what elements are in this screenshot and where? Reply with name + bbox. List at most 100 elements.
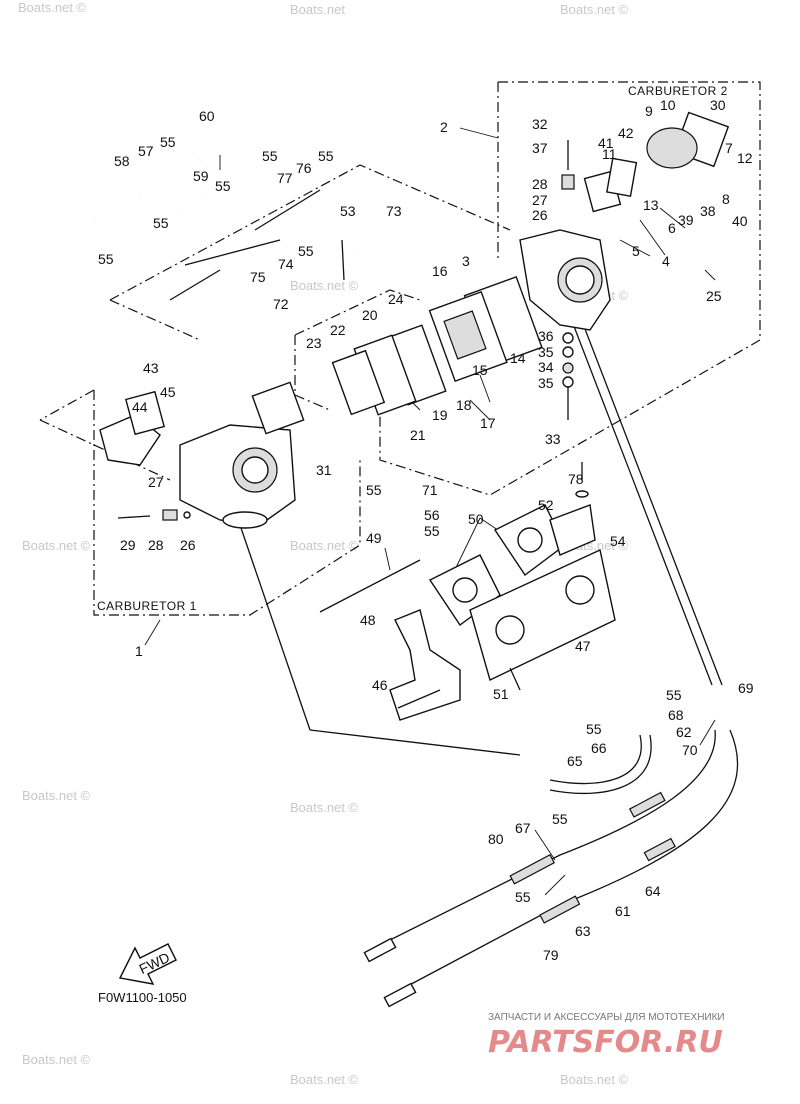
part-callout: 3 (462, 253, 470, 269)
part-callout: 47 (575, 638, 591, 654)
part-callout: 18 (456, 397, 472, 413)
carburetor-1-assembly (99, 381, 305, 529)
part-callout: 62 (676, 724, 692, 740)
part-callout: 49 (366, 530, 382, 546)
part-callout: 42 (618, 125, 634, 141)
part-callout: 39 (678, 212, 694, 228)
part-callout: 29 (120, 537, 136, 553)
part-callout: 20 (362, 307, 378, 323)
part-callout: 21 (410, 427, 426, 443)
part-callout: 48 (360, 612, 376, 628)
part-callout: 10 (660, 97, 676, 113)
part-callout: 13 (643, 197, 659, 213)
part-callout: 66 (591, 740, 607, 756)
part-callout: 8 (722, 191, 730, 207)
part-callout: 55 (515, 889, 531, 905)
part-callout: 15 (472, 362, 488, 378)
brand-footer: ЗАПЧАСТИ И АКСЕССУАРЫ ДЛЯ МОТОТЕХНИКИ PA… (488, 1012, 725, 1060)
hose-72 (194, 304, 266, 330)
part-callout: 69 (738, 680, 754, 696)
hose-66 (549, 734, 652, 795)
watermark: Boats.net © (290, 1072, 359, 1087)
part-callout: 58 (114, 153, 130, 169)
part-callout: 33 (545, 431, 561, 447)
part-callout: 79 (543, 947, 559, 963)
part-callout: 9 (645, 103, 653, 119)
carburetor-1-outline (39, 389, 95, 421)
part-callout: 24 (388, 291, 404, 307)
watermark: Boats.net © (22, 788, 91, 803)
part-callout: 31 (316, 462, 332, 478)
link-rod-49 (319, 559, 421, 613)
part-callout: 28 (148, 537, 164, 553)
part-callout: 51 (493, 686, 509, 702)
part-callout: 2 (440, 119, 448, 135)
cable-adjuster (643, 837, 676, 862)
part-callout: 30 (710, 97, 726, 113)
part-callout: 28 (532, 176, 548, 192)
part-callout: 55 (160, 134, 176, 150)
cable-adjuster (628, 791, 666, 818)
hose-group-outline (109, 164, 511, 301)
part-callout: 74 (278, 256, 294, 272)
watermark: Boats.net © (290, 800, 359, 815)
cable-adjuster (509, 853, 555, 885)
part-callout: 76 (296, 160, 312, 176)
part-callout: 73 (386, 203, 402, 219)
part-callout: 68 (668, 707, 684, 723)
part-callout: 55 (153, 215, 169, 231)
part-callout: 36 (538, 328, 554, 344)
part-callout: 67 (515, 820, 531, 836)
part-callout: 32 (532, 116, 548, 132)
bracket-48 (389, 609, 461, 721)
bracket-54 (549, 504, 596, 556)
bolt-51 (509, 667, 521, 691)
part-callout: 1 (135, 643, 143, 659)
part-callout: 55 (98, 251, 114, 267)
intake-group-outline (294, 289, 421, 336)
throttle-cable (569, 289, 723, 686)
watermark: Boats.net © (290, 278, 359, 293)
part-callout: 75 (250, 269, 266, 285)
part-callout: 80 (488, 831, 504, 847)
part-callout: 23 (306, 335, 322, 351)
section-label-carburetor-1: CARBURETOR 1 (97, 599, 197, 613)
pipe-53 (341, 239, 345, 281)
hose-group-outline (109, 299, 201, 341)
part-callout: 54 (610, 533, 626, 549)
part-callout: 11 (602, 146, 617, 162)
part-callout: 7 (725, 140, 733, 156)
watermark: Boats.net © (22, 1052, 91, 1067)
part-callout: 72 (273, 296, 289, 312)
part-callout: 71 (422, 482, 438, 498)
part-callout: 14 (510, 350, 526, 366)
part-callout: 43 (143, 360, 159, 376)
throttle-cable (559, 289, 713, 686)
watermark: Boats.net © (22, 538, 91, 553)
watermark: Boats.net (290, 2, 345, 17)
part-callout: 41 (598, 135, 614, 151)
part-callout: 5 (632, 243, 640, 259)
carburetor-2-assembly (331, 111, 730, 420)
fwd-arrow-icon: FWD (118, 943, 177, 985)
watermark: Boats.net © (560, 1072, 629, 1087)
cable-adjuster (539, 895, 581, 924)
part-callout: 77 (277, 170, 293, 186)
spring-28-c1 (162, 509, 178, 521)
part-callout: 35 (538, 344, 554, 360)
carburetor-2-outline (379, 81, 761, 496)
carburetor-1-outline (39, 419, 171, 481)
screw-29 (117, 515, 151, 519)
lever-41 (606, 157, 638, 197)
diaphragm (646, 127, 698, 169)
part-callout: 45 (160, 384, 176, 400)
part-callout: 56 (424, 507, 440, 523)
reed-block-inner (443, 310, 487, 360)
brand-logo: PARTSFOR.RU (488, 1025, 723, 1060)
part-callout: 4 (662, 253, 670, 269)
intake-manifold (319, 462, 616, 721)
carburetor-1-outlet (222, 511, 268, 529)
part-callout: 17 (480, 415, 496, 431)
part-callout: 52 (538, 497, 554, 513)
plate-22 (331, 349, 386, 416)
